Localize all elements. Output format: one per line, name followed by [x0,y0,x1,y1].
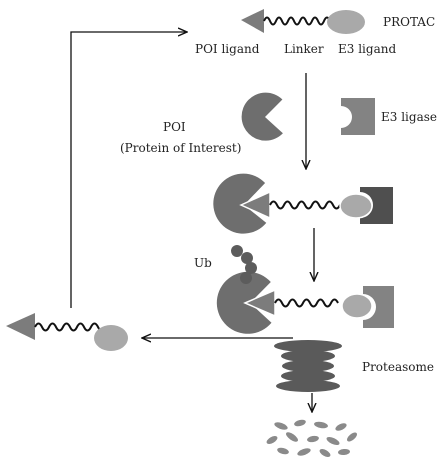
poi-ligand-recycled-icon [6,313,35,340]
e3-ligand-bound-icon [339,193,373,219]
proteasome-icon [274,340,342,392]
poi-protein-icon [241,92,283,141]
e3-ligase-label: E3 ligase [381,110,437,124]
protac-molecule [241,9,365,34]
protac-label: PROTAC [383,15,436,29]
poi-full-name-label: (Protein of Interest) [120,141,242,155]
proteasome-label: Proteasome [362,360,434,374]
ubiquitinated-complex [216,245,394,334]
poi-ligand-triangle-icon [241,9,264,33]
e3-ligand-recycled-icon [94,325,128,351]
ub-label: Ub [194,256,212,270]
e3-ligand-ellipse-icon [327,10,365,34]
ternary-complex [213,173,393,234]
e3-ligase-icon [341,98,375,135]
ubiquitin-chain-icon [231,245,257,284]
e3-ligase-bound-icon [360,187,393,224]
poi-label: POI [163,120,186,134]
poi-ligand-label: POI ligand [195,42,260,56]
e3-ligase-ubiquitinated-icon [363,286,394,328]
e3-ligand-label: E3 ligand [338,42,397,56]
degraded-fragments-icon [266,419,357,457]
recycled-protac [6,313,128,351]
e3-ligand-ubiquitinated-icon [341,293,373,319]
linker-bound-icon [269,200,341,210]
linker-wave-icon [263,16,331,26]
poi-bound-icon [213,173,267,234]
linker-recycled-icon [34,322,106,332]
arrow-recycle-to-top [70,32,186,308]
linker-label: Linker [284,42,324,56]
linker-ubiquitinated-icon [274,298,339,308]
